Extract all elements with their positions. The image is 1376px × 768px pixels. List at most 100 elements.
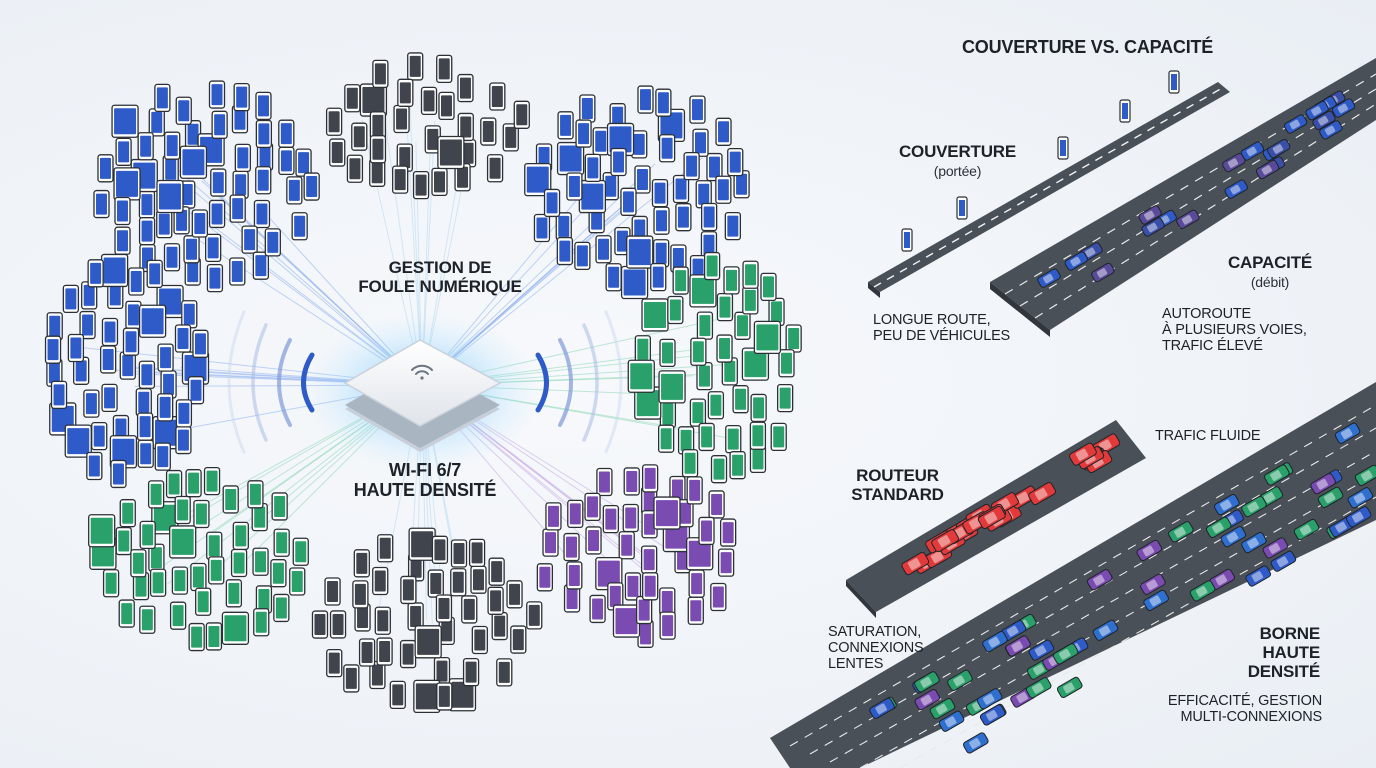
device-screen (474, 629, 486, 651)
device-screen (703, 206, 715, 228)
device-screen (689, 479, 701, 501)
device-screen (756, 324, 779, 351)
dense-car (1317, 486, 1344, 508)
device-screen (140, 443, 152, 465)
dense-car (1168, 521, 1194, 543)
device-screen (623, 269, 646, 296)
device-screen (90, 517, 113, 544)
device-screen (434, 171, 446, 193)
device-screen (745, 264, 757, 286)
device-screen (710, 394, 722, 416)
device-screen (209, 267, 221, 289)
device-screen (773, 426, 785, 448)
device-screen (258, 588, 270, 610)
device-screen (379, 641, 391, 663)
device-cluster-top-right (524, 85, 750, 300)
device-screen (711, 493, 723, 515)
device-screen (53, 384, 65, 406)
device-screen (595, 130, 607, 152)
device-screen (187, 123, 199, 145)
dense-car-window (1063, 682, 1075, 694)
dense-car-window (1146, 579, 1158, 591)
dense-car-window (1149, 595, 1162, 607)
device-screen (643, 490, 655, 512)
device-screen (560, 114, 572, 136)
device-screen (568, 175, 580, 197)
highway-car-window (1144, 210, 1155, 221)
device-screen (195, 503, 207, 525)
device-screen (735, 388, 747, 410)
device-screen (138, 391, 150, 413)
device-screen (436, 660, 448, 682)
highway-car (1255, 159, 1280, 180)
device-screen (576, 245, 588, 267)
highway-car-window (1230, 184, 1241, 195)
dense-car (1205, 516, 1232, 538)
dense-car (1052, 643, 1079, 665)
device-screen (457, 166, 469, 188)
device-screen (491, 85, 503, 107)
congested-car-window (1016, 491, 1030, 504)
router-top (343, 339, 502, 427)
standard-router-caption-line2: CONNEXIONS (828, 640, 924, 657)
device-screen (661, 591, 673, 613)
device-screen (788, 327, 800, 349)
device-screen (47, 339, 59, 361)
congested-car-window (937, 535, 951, 548)
device-screen (372, 114, 384, 136)
device-screen (691, 573, 703, 595)
device-screen (258, 123, 270, 145)
hub-title-line1: GESTION DE (388, 258, 492, 277)
device-cluster-top-left (93, 80, 320, 293)
capacity-note: (débit) (1250, 274, 1290, 291)
highway-car (1305, 100, 1329, 121)
device-screen (638, 599, 650, 621)
device-screen (112, 438, 135, 465)
device-screen (753, 397, 765, 419)
device-screen (660, 428, 672, 450)
device-screen (438, 685, 450, 707)
dense-car-window (1299, 524, 1312, 536)
device-screen (569, 503, 581, 525)
highway-car-window (1096, 268, 1108, 278)
highway-car (1331, 98, 1356, 118)
coverage-caption: LONGUE ROUTE, PEU DE VÉHICULES (873, 312, 1010, 344)
device-screen (168, 473, 180, 495)
device-screen (438, 598, 450, 620)
device-screen (622, 191, 634, 213)
device-screen (255, 611, 267, 633)
device-screen (346, 87, 358, 109)
device-screen (701, 520, 713, 542)
device-screen (139, 416, 151, 438)
dense-car (1347, 487, 1374, 509)
device-screen (114, 108, 137, 135)
device-screen (471, 542, 483, 564)
highway-car (1224, 179, 1248, 199)
high-density-label: BORNE HAUTE DENSITÉ (1248, 624, 1320, 681)
device-screen (771, 301, 783, 323)
dense-car (1264, 464, 1290, 486)
device-cluster-bottom (311, 527, 543, 714)
capacity-highway (990, 58, 1376, 337)
coverage-caption-line1: LONGUE ROUTE, (873, 312, 991, 328)
device-screen (724, 360, 736, 382)
device-screen (472, 569, 484, 591)
dense-car (1220, 526, 1247, 548)
device-screen (409, 55, 421, 77)
highway-car-window (1261, 165, 1272, 175)
device-cluster-left (44, 253, 210, 489)
highway-car (1267, 138, 1291, 159)
device-screen (237, 147, 249, 169)
device-screen (157, 446, 169, 468)
congested-car-window (930, 550, 944, 564)
dense-car-window (1059, 648, 1071, 660)
device-screen (643, 549, 655, 571)
coverage-phone-screen (904, 232, 910, 248)
capacity-caption-line1: AUTOROUTE (1162, 306, 1251, 322)
highway-car (1037, 268, 1061, 288)
device-screen (151, 111, 163, 133)
device-screen (581, 183, 604, 210)
device-screen (102, 348, 114, 370)
device-screen (257, 95, 269, 117)
